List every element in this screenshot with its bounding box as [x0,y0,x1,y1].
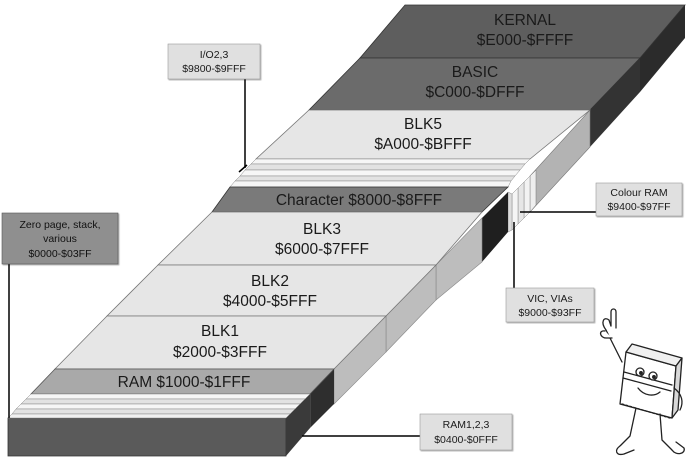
basic-label: BASIC [452,64,499,81]
io-stripe [240,170,520,176]
vic-vias-callout-name: VIC, VIAs [527,293,573,305]
ram123-stripe [8,414,290,418]
blk5-label: BLK5 [404,116,442,133]
colour-ram-callout-name: Colour RAM [610,187,667,199]
io-side-stripe [512,188,518,230]
colour-ram-callout-range: $9400-$97FF [607,201,670,213]
io-stripe [230,181,511,187]
basic-range: $C000-$DFFF [425,84,524,101]
io23-callout-range: $9800-$9FFF [182,63,246,75]
ram123-stripe [21,399,305,404]
ram-label: RAM $1000-$1FFF [118,374,251,391]
blk1-range: $2000-$3FFF [173,344,267,361]
blk5-range: $A000-$BFFF [374,136,471,153]
zero-page-callout-line2: various [43,233,77,245]
io-stripe [235,176,515,181]
io-side-stripe [530,170,536,212]
ram123-stripe [16,404,300,409]
zero-page-callout-line1: Zero page, stack, [19,219,100,231]
blk3-range: $6000-$7FFF [275,241,369,258]
kernal-label: KERNAL [494,12,556,29]
cartridge-mascot-illustration [601,309,685,454]
io-stripe [251,159,530,164]
blk1-label: BLK1 [201,323,239,340]
zero-page-callout-range: $0000-$03FF [28,248,91,260]
io-side-stripe [518,182,524,224]
vic-vias-callout-range: $9000-$93FF [518,307,581,319]
io23-callout-name: I/O2,3 [200,49,229,61]
io-side-stripe [508,192,512,232]
blk2-label: BLK2 [251,273,289,290]
blk2-range: $4000-$5FFF [223,293,317,310]
ram123-stripe [12,409,295,414]
kernal-range: $E000-$FFFF [477,32,573,49]
io-stripe [245,164,525,170]
zero-page-front [8,418,286,456]
ram123-callout-range: $0400-$0FFF [434,434,498,446]
character-label: Character $8000-$8FFF [276,192,442,209]
ram123-callout-name: RAM1,2,3 [443,419,490,431]
ram123-stripe [26,394,310,399]
blk3-label: BLK3 [303,221,341,238]
